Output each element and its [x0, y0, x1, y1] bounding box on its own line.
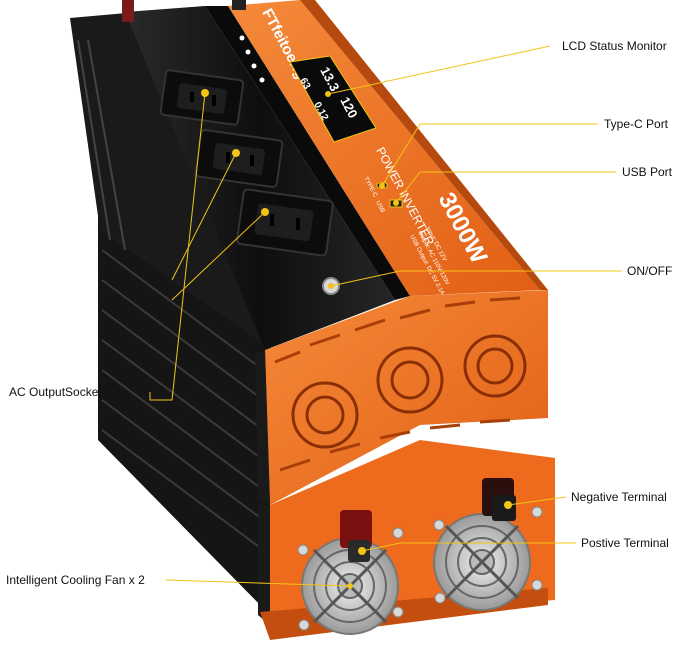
ac-outlet-2	[194, 129, 284, 188]
positive-terminal	[340, 510, 372, 562]
lcd-display: 13.3 120 63 0.12	[289, 55, 377, 143]
ac-outlet-3	[236, 188, 334, 257]
leader-typec	[381, 123, 598, 187]
callout-typec-port: Type-C Port	[604, 117, 669, 131]
lcd-reading-bottom-left: 63	[297, 76, 312, 91]
leader-positive	[361, 542, 576, 552]
callout-positive-terminal: Postive Terminal	[581, 536, 669, 550]
callout-lcd-status-monitor: LCD Status Monitor	[562, 39, 667, 53]
callout-on-off: ON/OFF	[627, 264, 673, 278]
leader-ac-2	[171, 152, 237, 281]
leader-onoff	[330, 270, 622, 287]
leader-fan	[165, 579, 351, 587]
leader-negative	[507, 496, 567, 506]
leader-lcd	[327, 45, 551, 95]
panel-status-icons	[239, 35, 265, 83]
ac-outlet-1	[159, 69, 245, 126]
callout-ac-output-socket: AC OutputSocket x 3	[9, 385, 122, 399]
fan-screws	[297, 506, 543, 631]
negative-terminal	[482, 478, 516, 521]
callout-cooling-fan: Intelligent Cooling Fan x 2	[6, 573, 145, 587]
leader-ac-3	[171, 211, 266, 301]
leader-usb	[395, 171, 616, 204]
leader-lines	[149, 45, 622, 589]
upper-vent-fans	[291, 334, 527, 449]
callout-negative-terminal: Negative Terminal	[571, 490, 667, 504]
usb-port-label: USB	[374, 200, 385, 214]
callout-usb-port: USB Port	[622, 165, 673, 179]
top-terminal-caps	[122, 0, 246, 22]
cooling-fan-right	[433, 513, 531, 611]
upper-housing-side	[70, 10, 265, 345]
upper-vent-slots	[274, 296, 521, 472]
